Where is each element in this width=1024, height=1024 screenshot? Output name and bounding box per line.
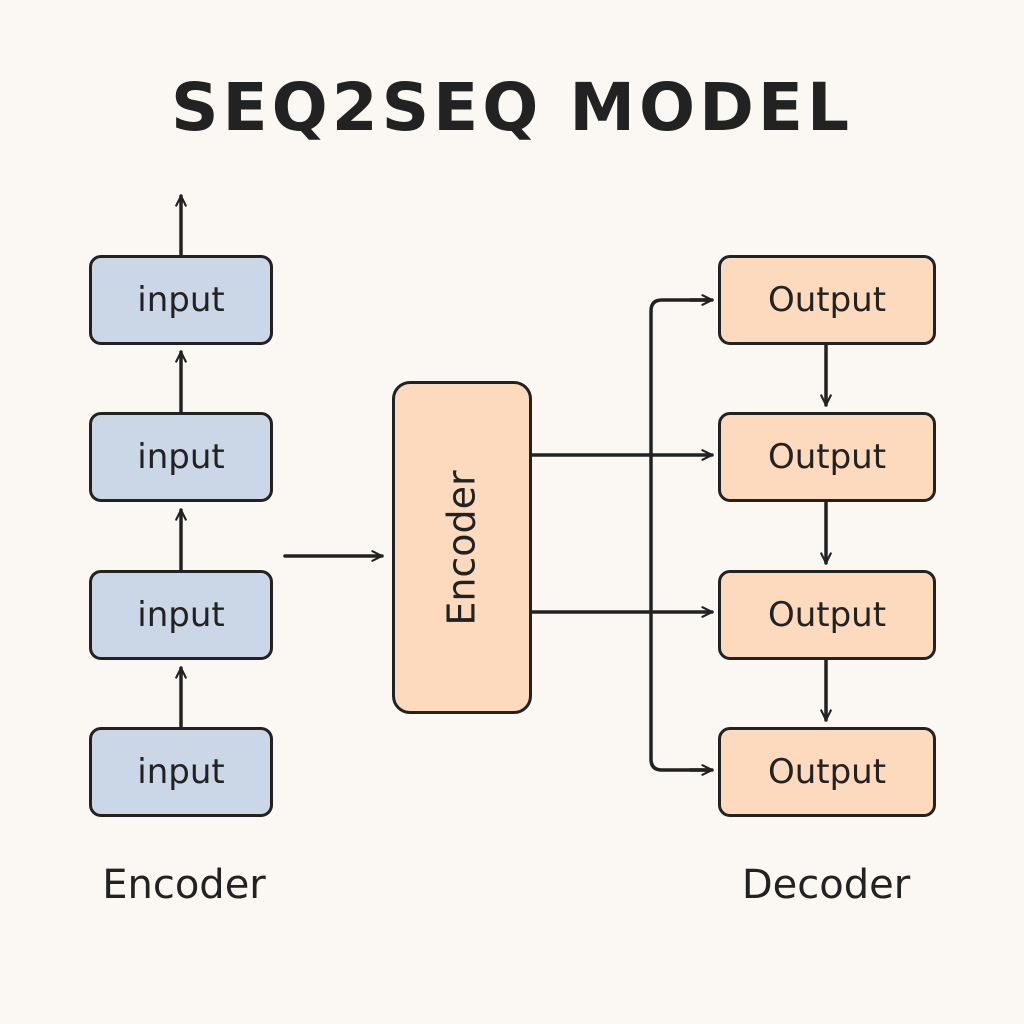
encoder-section-label: Encoder <box>102 862 266 908</box>
encoder-block-label: Encoder <box>440 469 485 626</box>
input-box: input <box>89 727 273 817</box>
encoder-block: Encoder <box>392 381 532 714</box>
input-box: input <box>89 570 273 660</box>
output-box: Output <box>718 727 936 817</box>
input-box-label: input <box>137 752 225 792</box>
decoder-section-label: Decoder <box>741 862 911 908</box>
output-box-label: Output <box>767 595 887 635</box>
diagram-title: SEQ2SEQ MODEL <box>170 69 854 146</box>
output-box: Output <box>718 570 936 660</box>
output-box-label: Output <box>767 280 887 320</box>
decoder-bus-line <box>649 298 712 772</box>
input-box-label: input <box>137 595 225 635</box>
output-box: Output <box>718 412 936 502</box>
input-box-label: input <box>137 280 225 320</box>
output-box: Output <box>718 255 936 345</box>
output-box-label: Output <box>767 752 887 792</box>
output-box-label: Output <box>767 437 887 477</box>
input-box-label: input <box>137 437 225 477</box>
input-box: input <box>89 255 273 345</box>
input-box: input <box>89 412 273 502</box>
